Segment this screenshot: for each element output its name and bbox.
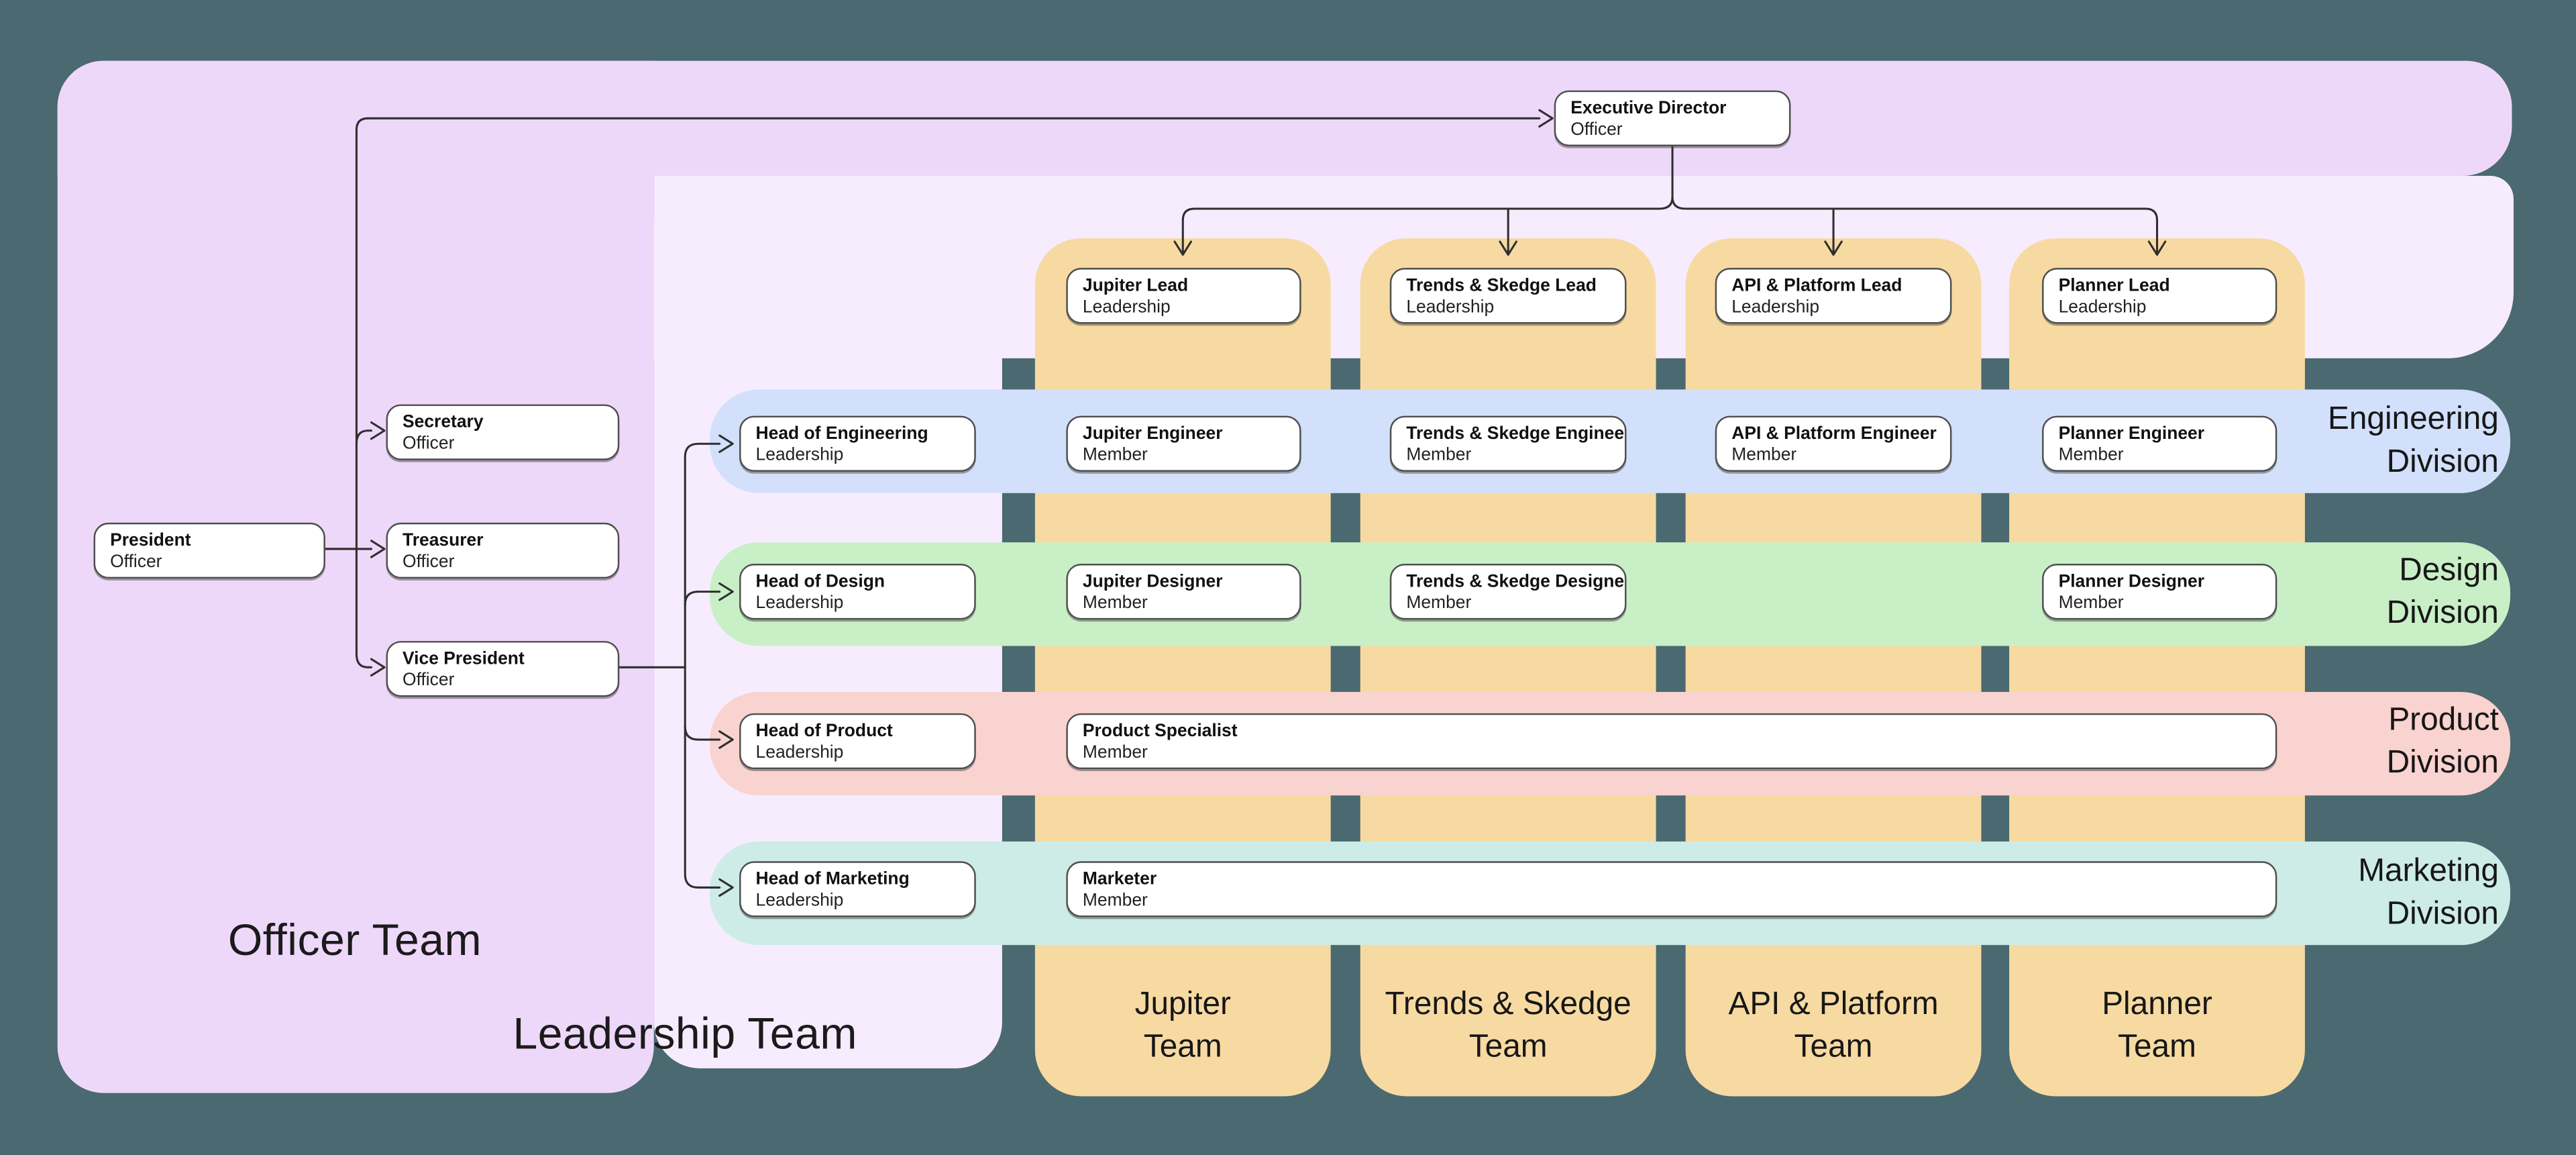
node-title: Jupiter Designer (1082, 571, 1223, 591)
node-role: Officer (402, 434, 455, 454)
leadership-team-label: Leadership Team (513, 1009, 857, 1059)
team-label-line2: Team (1468, 1029, 1548, 1065)
node-planner-engineer[interactable]: Planner Engineer Member (2042, 415, 2277, 472)
node-role: Leadership (1731, 297, 1820, 317)
node-title: Planner Lead (2058, 275, 2170, 295)
node-product-specialist[interactable]: Product Specialist Member (1066, 713, 2277, 770)
team-label-line1: API & Platform (1728, 986, 1939, 1023)
node-president[interactable]: President Officer (93, 522, 325, 579)
node-role: Leadership (755, 593, 844, 613)
division-label-line2: Division (2386, 595, 2499, 632)
node-role: Member (1082, 891, 1148, 911)
node-role: Member (2058, 445, 2124, 466)
product-division-label: Product Division (2103, 699, 2499, 784)
node-planner-lead[interactable]: Planner Lead Leadership (2042, 268, 2277, 324)
planner-team-label: Planner Team (2009, 983, 2305, 1068)
node-title: Planner Engineer (2058, 423, 2205, 444)
node-treasurer[interactable]: Treasurer Officer (386, 522, 620, 579)
node-title: Executive Director (1570, 97, 1727, 118)
node-title: Head of Marketing (755, 868, 910, 889)
division-label-line1: Marketing (2358, 853, 2499, 889)
node-role: Leadership (755, 891, 844, 911)
node-title: Head of Product (755, 720, 893, 741)
division-label-line1: Engineering (2327, 401, 2499, 438)
node-title: API & Platform Engineer (1731, 423, 1937, 444)
node-trends-skedge-lead[interactable]: Trends & Skedge Lead Leadership (1389, 268, 1627, 324)
node-title: Jupiter Lead (1082, 275, 1189, 295)
team-label-line2: Team (1143, 1029, 1222, 1065)
team-label-line2: Team (2118, 1029, 2196, 1065)
node-title: Product Specialist (1082, 720, 1238, 741)
engineering-division-label: Engineering Division (2103, 398, 2499, 483)
node-role: Member (1406, 593, 1472, 613)
node-head-of-marketing[interactable]: Head of Marketing Leadership (739, 861, 976, 917)
node-role: Officer (1570, 119, 1623, 140)
node-role: Member (1082, 593, 1148, 613)
node-role: Member (1082, 742, 1148, 763)
node-vice-president[interactable]: Vice President Officer (386, 641, 620, 697)
team-label-line1: Planner (2102, 986, 2212, 1023)
node-title: Planner Designer (2058, 571, 2205, 591)
team-column-trends-skedge (1360, 238, 1656, 1097)
node-jupiter-engineer[interactable]: Jupiter Engineer Member (1066, 415, 1301, 472)
node-api-platform-engineer[interactable]: API & Platform Engineer Member (1715, 415, 1952, 472)
node-role: Officer (402, 670, 455, 691)
division-label-line2: Division (2386, 444, 2499, 481)
node-title: API & Platform Lead (1731, 275, 1902, 295)
node-role: Member (1406, 445, 1472, 466)
node-secretary[interactable]: Secretary Officer (386, 404, 620, 460)
node-role: Officer (110, 552, 162, 572)
team-label-line1: Jupiter (1134, 986, 1231, 1023)
node-role: Leadership (1406, 297, 1495, 317)
node-title: Vice President (402, 648, 525, 668)
team-column-api-platform (1685, 238, 1982, 1097)
node-title: Trends & Skedge Designer (1406, 571, 1627, 591)
officer-team-label: Officer Team (227, 915, 482, 965)
trends-skedge-team-label: Trends & Skedge Team (1360, 983, 1656, 1068)
team-label-line1: Trends & Skedge (1385, 986, 1631, 1023)
node-title: Head of Design (755, 571, 885, 591)
node-jupiter-designer[interactable]: Jupiter Designer Member (1066, 564, 1301, 620)
division-label-line1: Product (2388, 701, 2499, 738)
node-executive-director[interactable]: Executive Director Officer (1554, 90, 1791, 146)
node-planner-designer[interactable]: Planner Designer Member (2042, 564, 2277, 620)
node-api-platform-lead[interactable]: API & Platform Lead Leadership (1715, 268, 1952, 324)
marketing-division-label: Marketing Division (2103, 850, 2499, 935)
design-division-label: Design Division (2103, 549, 2499, 634)
node-role: Leadership (2058, 297, 2147, 317)
node-role: Member (2058, 593, 2124, 613)
node-trends-skedge-designer[interactable]: Trends & Skedge Designer Member (1389, 564, 1627, 620)
node-role: Officer (402, 552, 455, 572)
node-title: Trends & Skedge Engineer (1406, 423, 1627, 444)
node-title: Secretary (402, 411, 484, 432)
node-title: Marketer (1082, 868, 1157, 889)
node-title: Head of Engineering (755, 423, 928, 444)
node-title: Trends & Skedge Lead (1406, 275, 1597, 295)
node-trends-skedge-engineer[interactable]: Trends & Skedge Engineer Member (1389, 415, 1627, 472)
node-role: Leadership (755, 445, 844, 466)
node-title: Jupiter Engineer (1082, 423, 1223, 444)
division-label-line1: Design (2399, 552, 2499, 589)
division-label-line2: Division (2386, 895, 2499, 932)
node-role: Leadership (755, 742, 844, 763)
node-marketer[interactable]: Marketer Member (1066, 861, 2277, 917)
node-head-of-design[interactable]: Head of Design Leadership (739, 564, 976, 620)
team-column-jupiter (1034, 238, 1331, 1097)
api-platform-team-label: API & Platform Team (1686, 983, 1982, 1068)
division-label-line2: Division (2386, 744, 2499, 781)
node-role: Member (1082, 445, 1148, 466)
jupiter-team-label: Jupiter Team (1035, 983, 1331, 1068)
team-label-line2: Team (1794, 1029, 1873, 1065)
node-role: Member (1731, 445, 1797, 466)
node-jupiter-lead[interactable]: Jupiter Lead Leadership (1066, 268, 1301, 324)
team-column-planner (2009, 238, 2305, 1097)
node-head-of-engineering[interactable]: Head of Engineering Leadership (739, 415, 976, 472)
node-head-of-product[interactable]: Head of Product Leadership (739, 713, 976, 770)
node-role: Leadership (1082, 297, 1171, 317)
node-title: President (110, 530, 191, 550)
node-title: Treasurer (402, 530, 484, 550)
